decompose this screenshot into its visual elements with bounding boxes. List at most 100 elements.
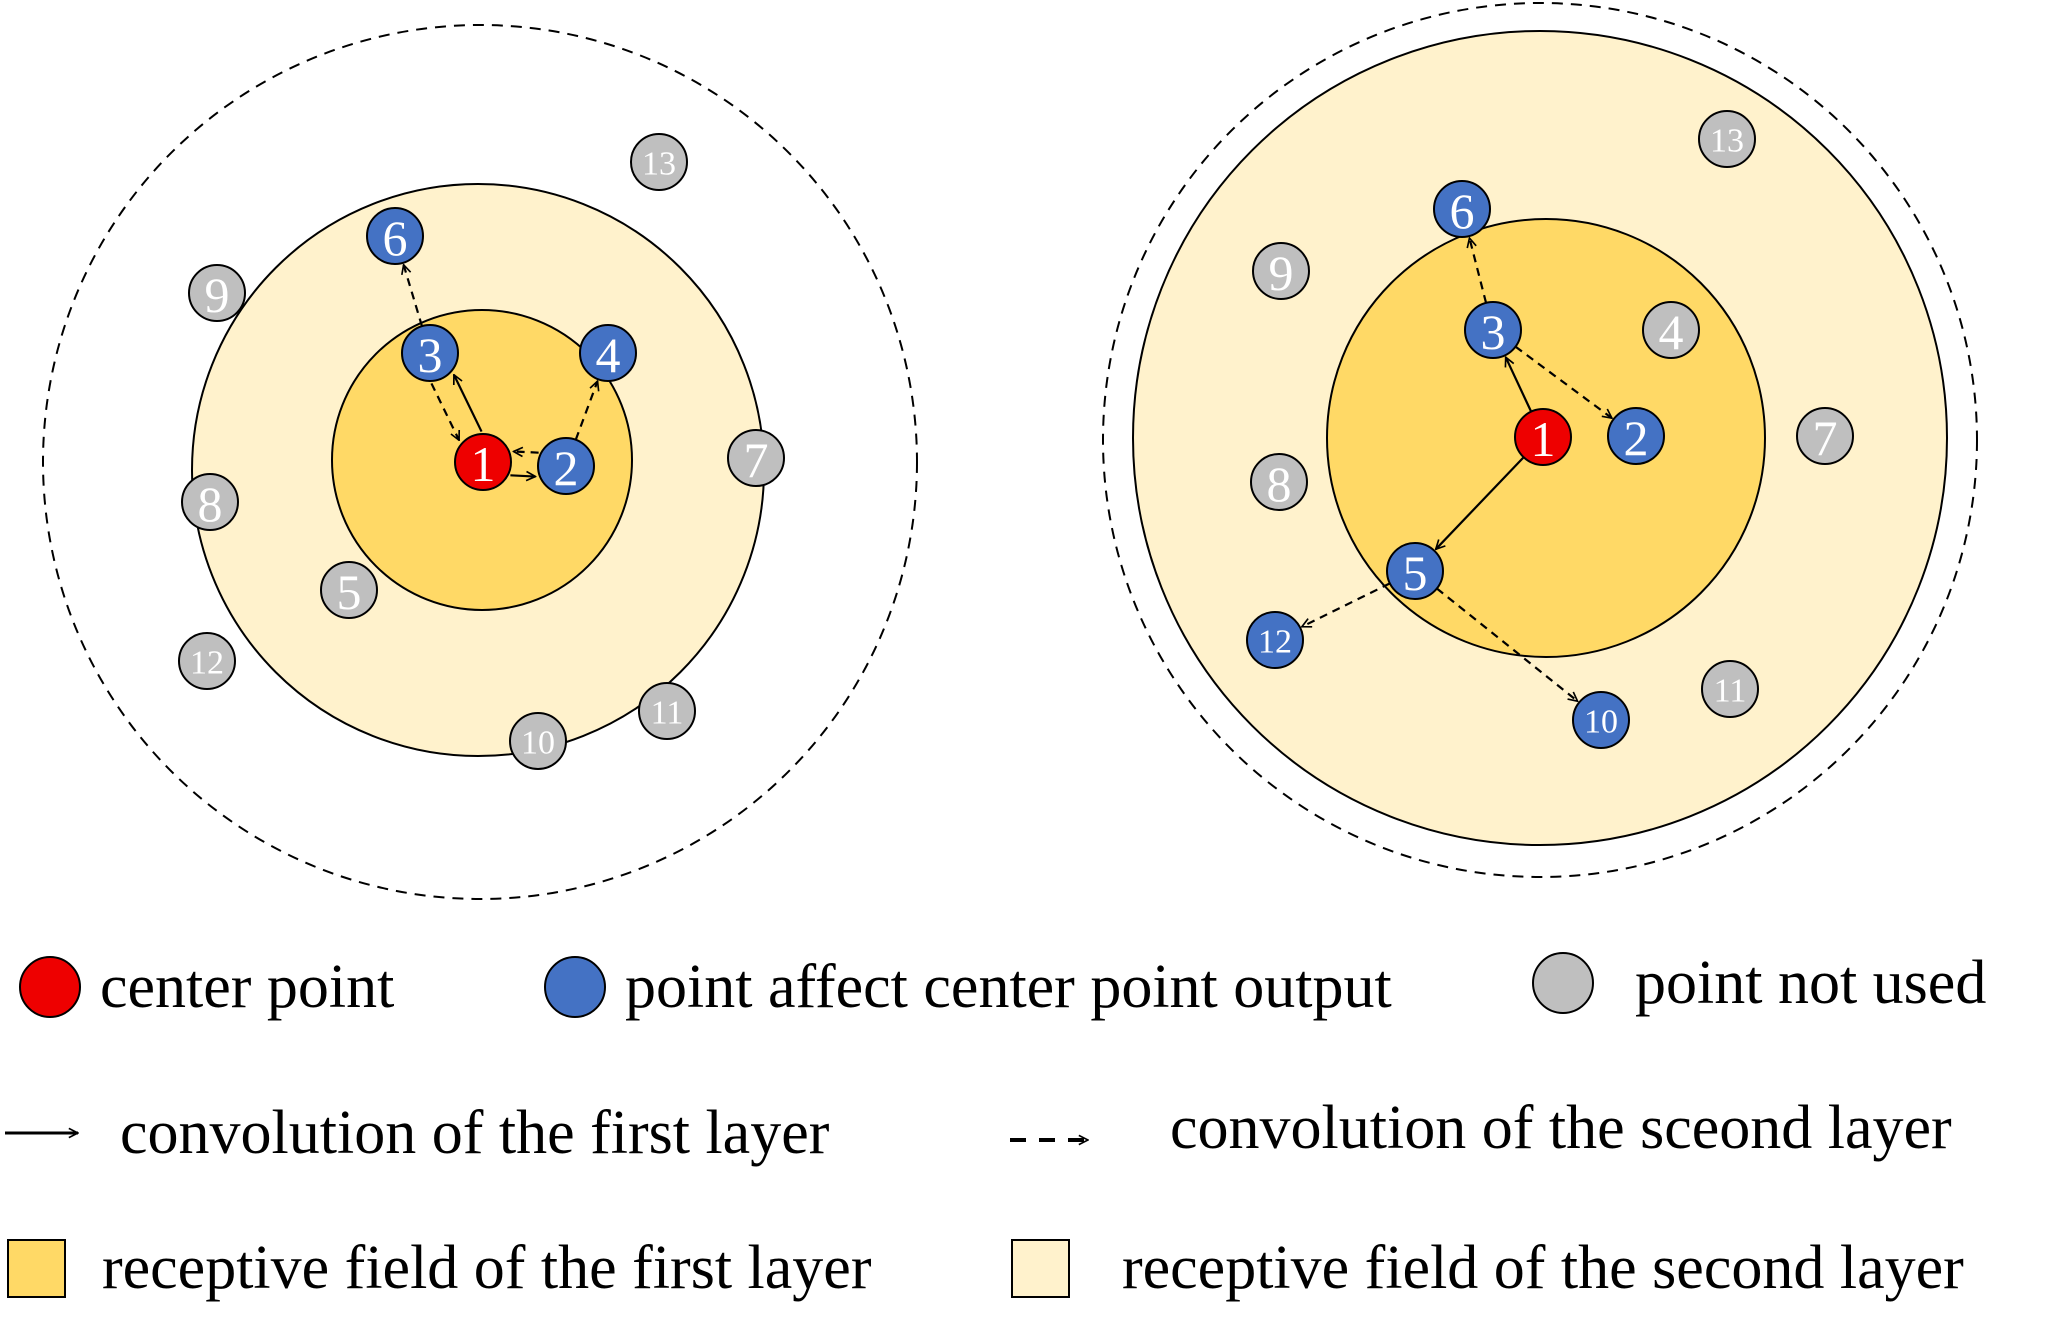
left-node-1-center: 1 bbox=[454, 433, 512, 492]
left-node-9-unused: 9 bbox=[188, 264, 246, 323]
left-node-5-unused: 5 bbox=[320, 561, 378, 620]
right-node-8-unused: 8 bbox=[1250, 453, 1308, 512]
right-node-1-circle bbox=[1514, 408, 1572, 466]
legend-unused-point: point not used bbox=[1532, 949, 1986, 1017]
left-node-5-label: 5 bbox=[337, 564, 362, 620]
right-node-11-unused: 11 bbox=[1701, 660, 1759, 718]
left-node-10-circle bbox=[509, 712, 567, 770]
legend-center-point-swatch bbox=[19, 956, 81, 1018]
right-node-8-label: 8 bbox=[1267, 456, 1292, 512]
left-edge-1-to-2-solid bbox=[510, 475, 535, 476]
right-node-12-circle bbox=[1246, 611, 1304, 669]
right-node-4-circle bbox=[1642, 301, 1700, 359]
right-node-12-label: 12 bbox=[1258, 624, 1292, 661]
left-edge-1-to-3-solid bbox=[452, 375, 483, 433]
left-node-1-circle bbox=[454, 433, 512, 491]
left-node-8-unused: 8 bbox=[181, 473, 239, 532]
right-node-3-affect: 3 bbox=[1464, 301, 1522, 360]
right-node-7-unused: 7 bbox=[1796, 407, 1854, 466]
legend-second-conv-label: convolution of the sceond layer bbox=[1170, 1094, 1952, 1162]
right-node-3-circle bbox=[1464, 301, 1522, 359]
left-node-6-label: 6 bbox=[383, 210, 408, 266]
left-node-9-label: 9 bbox=[205, 267, 230, 323]
right-node-6-affect: 6 bbox=[1433, 180, 1491, 239]
right-outer-boundary bbox=[1102, 2, 1978, 878]
legend-second-conv: convolution of the sceond layer bbox=[1010, 1094, 1952, 1162]
left-node-1-label: 1 bbox=[471, 436, 496, 492]
right-node-7-circle bbox=[1796, 407, 1854, 465]
right-node-9-unused: 9 bbox=[1252, 242, 1310, 301]
left-node-11-label: 11 bbox=[651, 695, 684, 732]
legend-center-point-label: center point bbox=[100, 953, 394, 1021]
left-node-13-label: 13 bbox=[642, 146, 676, 183]
left-node-8-circle bbox=[181, 473, 239, 531]
right-node-5-affect: 5 bbox=[1386, 542, 1444, 601]
left-node-4-affect: 4 bbox=[579, 324, 637, 383]
left-node-2-label: 2 bbox=[554, 440, 579, 496]
left-node-2-affect: 2 bbox=[537, 437, 595, 496]
legend-first-field-label: receptive field of the first layer bbox=[102, 1234, 872, 1302]
right-edge-3-to-6-dashed bbox=[1469, 238, 1488, 304]
right-node-1-center: 1 bbox=[1514, 408, 1572, 467]
right-node-7-label: 7 bbox=[1813, 410, 1838, 466]
left-node-2-circle bbox=[537, 437, 595, 495]
right-node-6-label: 6 bbox=[1450, 183, 1475, 239]
right-edge-1-to-5-solid bbox=[1436, 456, 1525, 549]
left-node-10-unused: 10 bbox=[509, 712, 567, 770]
right-node-10-circle bbox=[1572, 691, 1630, 749]
left-edge-3-to-1-dashed bbox=[430, 382, 461, 440]
left-node-7-label: 7 bbox=[744, 432, 769, 488]
left-outer-boundary bbox=[42, 24, 918, 900]
left-node-3-affect: 3 bbox=[401, 324, 459, 383]
legend-unused-point-label: point not used bbox=[1635, 949, 1986, 1017]
left-node-7-circle bbox=[727, 429, 785, 487]
right-node-9-label: 9 bbox=[1269, 245, 1294, 301]
left-node-7-unused: 7 bbox=[727, 429, 785, 488]
left-node-10-label: 10 bbox=[521, 725, 555, 762]
legend-first-conv: convolution of the first layer bbox=[5, 1099, 830, 1167]
left-node-3-circle bbox=[401, 324, 459, 382]
right-node-9-circle bbox=[1252, 242, 1310, 300]
legend-second-field: receptive field of the second layer bbox=[1011, 1234, 1964, 1302]
legend-first-conv-label: convolution of the first layer bbox=[120, 1099, 830, 1167]
left-node-6-circle bbox=[366, 207, 424, 265]
legend-first-field-swatch bbox=[7, 1239, 66, 1298]
legend-first-field: receptive field of the first layer bbox=[7, 1234, 872, 1302]
right-node-11-label: 11 bbox=[1714, 673, 1747, 710]
right-node-5-label: 5 bbox=[1403, 545, 1428, 601]
right-node-3-label: 3 bbox=[1481, 304, 1506, 360]
right-node-4-label: 4 bbox=[1659, 304, 1684, 360]
left-node-3-label: 3 bbox=[418, 327, 443, 383]
right-node-2-affect: 2 bbox=[1607, 407, 1665, 466]
left-edge-3-to-6-dashed bbox=[404, 265, 424, 327]
left-node-8-label: 8 bbox=[198, 476, 223, 532]
right-edge-1-to-3-solid bbox=[1506, 357, 1533, 413]
legend-second-field-swatch bbox=[1011, 1239, 1070, 1298]
left-node-12-label: 12 bbox=[190, 645, 224, 682]
left-node-5-circle bbox=[320, 561, 378, 619]
legend-second-field-label: receptive field of the second layer bbox=[1122, 1234, 1964, 1302]
right-edge-5-to-12-dashed bbox=[1302, 582, 1391, 628]
left-edge-2-to-1-dashed bbox=[514, 451, 539, 452]
left-node-11-unused: 11 bbox=[638, 682, 696, 740]
right-node-12-affect: 12 bbox=[1246, 611, 1304, 669]
right-node-10-affect: 10 bbox=[1572, 691, 1630, 749]
right-node-13-unused: 13 bbox=[1698, 110, 1756, 168]
right-node-5-circle bbox=[1386, 542, 1444, 600]
right-node-8-circle bbox=[1250, 453, 1308, 511]
right-edge-3-to-2-dashed bbox=[1514, 345, 1611, 418]
right-node-13-circle bbox=[1698, 110, 1756, 168]
right-node-1-label: 1 bbox=[1531, 411, 1556, 467]
right-edge-5-to-10-dashed bbox=[1436, 587, 1578, 702]
legend-affect-point-label: point affect center point output bbox=[625, 953, 1392, 1021]
right-node-11-circle bbox=[1701, 660, 1759, 718]
legend: center point point affect center point o… bbox=[5, 949, 1986, 1302]
legend-unused-point-swatch bbox=[1532, 952, 1594, 1014]
left-node-9-circle bbox=[188, 264, 246, 322]
left-node-6-affect: 6 bbox=[366, 207, 424, 266]
right-node-2-circle bbox=[1607, 407, 1665, 465]
right-node-13-label: 13 bbox=[1710, 123, 1744, 160]
left-node-13-unused: 13 bbox=[630, 133, 688, 191]
left-node-4-circle bbox=[579, 324, 637, 382]
